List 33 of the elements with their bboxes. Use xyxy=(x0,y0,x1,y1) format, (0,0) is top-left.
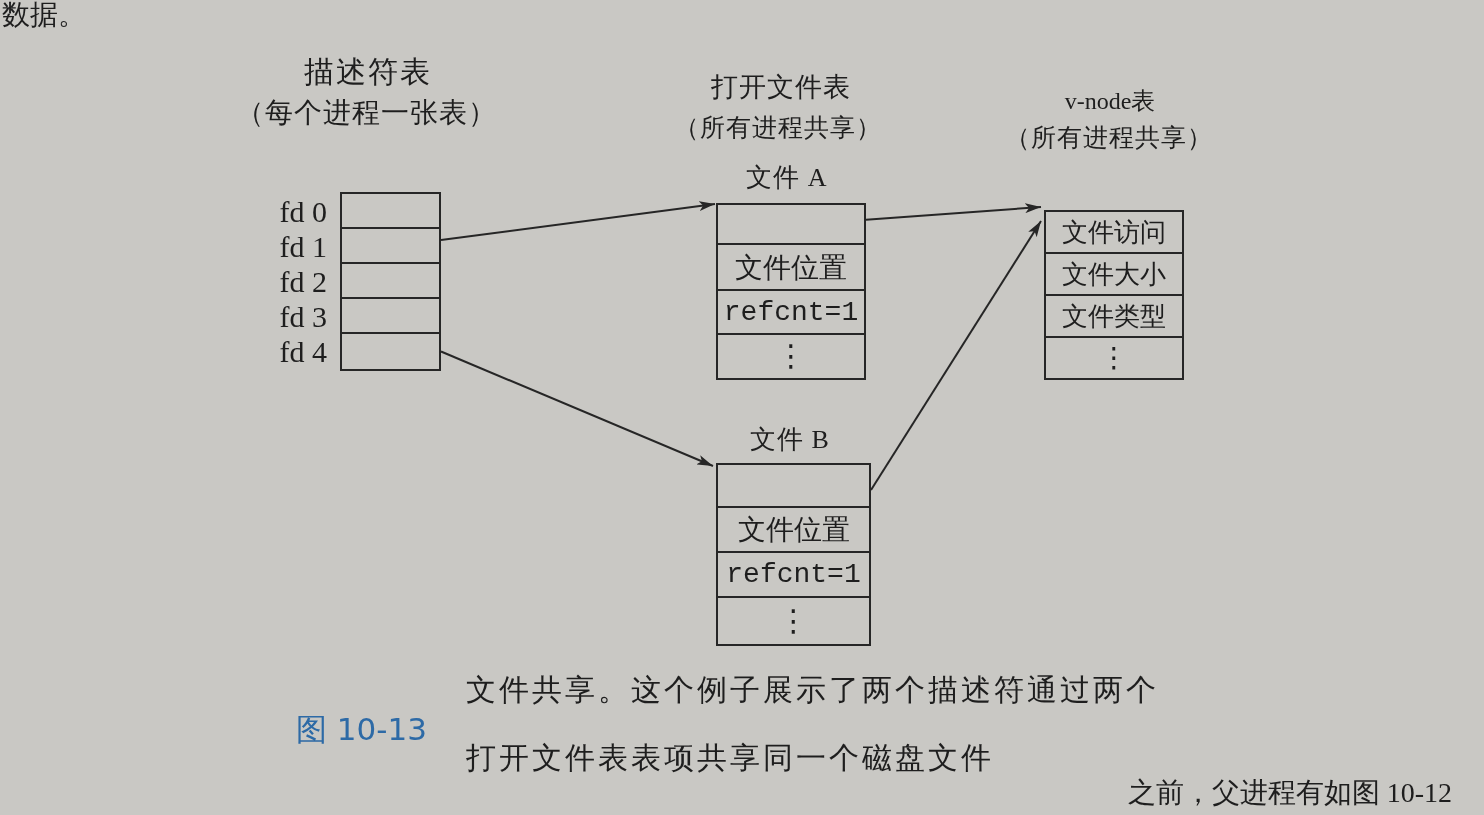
table-title: 文件 B xyxy=(750,425,830,455)
table-title: 文件 A xyxy=(746,163,828,193)
arrow xyxy=(440,201,716,241)
cell-text: refcnt=1 xyxy=(723,296,859,330)
group-title: 打开文件表 xyxy=(711,72,851,104)
row-label: fd 3 xyxy=(279,299,327,334)
cell-text: 文件访问 xyxy=(1062,218,1166,248)
table-row xyxy=(716,333,866,380)
table-title: v-node表 xyxy=(1064,88,1156,116)
body-text: 数据。 xyxy=(2,0,86,32)
cell-text: refcnt=1 xyxy=(726,559,861,592)
cell-text: 文件类型 xyxy=(1062,302,1166,332)
cell-text: 文件大小 xyxy=(1062,260,1166,290)
table-subtitle: （每个进程一张表） xyxy=(235,96,497,130)
table-subtitle: （所有进程共享） xyxy=(1005,123,1213,153)
table-row xyxy=(1044,336,1184,380)
row-label: fd 1 xyxy=(279,229,327,264)
arrow xyxy=(440,350,714,467)
cell-text: ⋮ xyxy=(776,339,806,374)
row-label: fd 4 xyxy=(279,334,327,369)
body-text: 之前，父进程有如图 10-12 xyxy=(1127,776,1452,810)
figure-number: 图 10-13 xyxy=(296,712,427,748)
cell-text: ⋮ xyxy=(778,603,809,639)
row-label: fd 2 xyxy=(279,264,327,299)
table-title: 描述符表 xyxy=(304,54,432,90)
arrow xyxy=(865,203,1042,221)
table-row xyxy=(716,596,871,646)
cell-text: 文件位置 xyxy=(735,251,847,285)
group-subtitle: （所有进程共享） xyxy=(674,113,882,143)
arrow xyxy=(870,220,1042,491)
row-label: fd 0 xyxy=(279,194,327,229)
cell-text: ⋮ xyxy=(1100,341,1128,375)
cell-text: 文件位置 xyxy=(737,514,850,547)
